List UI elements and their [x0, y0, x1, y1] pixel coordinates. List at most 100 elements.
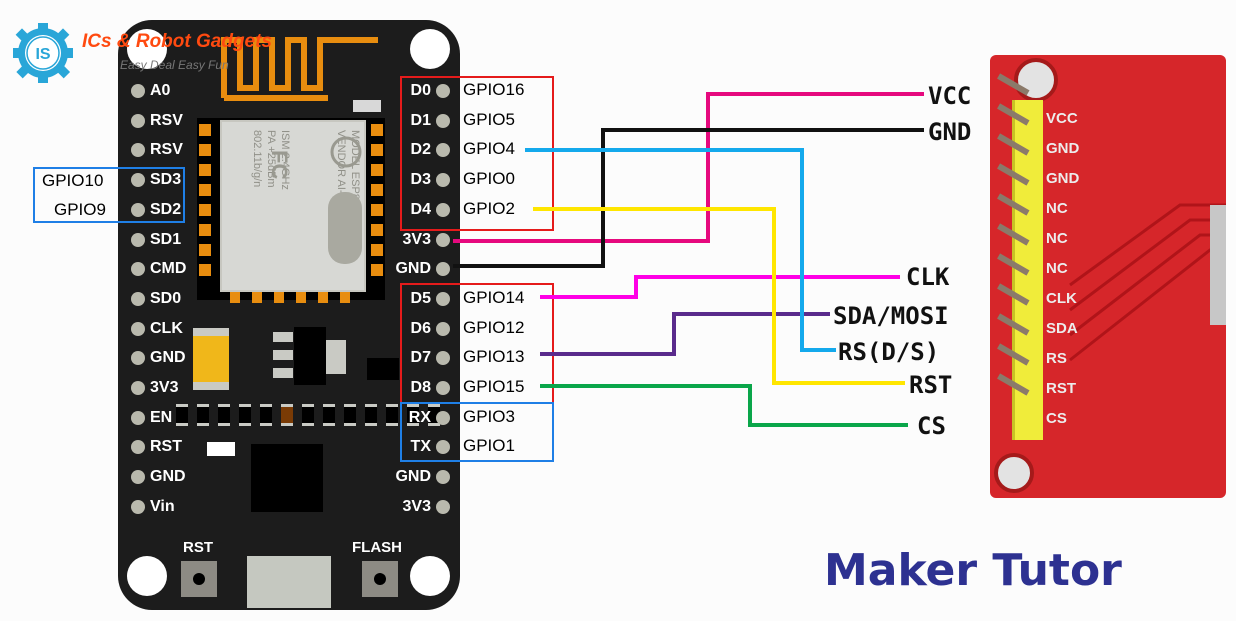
wire-vcc — [453, 92, 924, 243]
pin-pad[interactable] — [131, 84, 145, 98]
lcd-silk-vcc: VCC — [1046, 110, 1078, 127]
module-pad — [371, 164, 383, 176]
pcb-antenna-icon — [221, 37, 381, 112]
rst-button[interactable] — [181, 561, 217, 597]
left-pin-vin: Vin — [131, 496, 175, 518]
module-pad — [371, 124, 383, 136]
pin-pad[interactable] — [131, 499, 145, 514]
lcd-label-rst: RST — [909, 371, 953, 399]
maker-tutor-watermark: Maker Tutor — [824, 545, 1122, 596]
uart-group-box — [400, 402, 554, 462]
lcd-label-clk: CLK — [906, 263, 950, 291]
module-pad — [371, 144, 383, 156]
pin-pad[interactable] — [436, 410, 450, 425]
pin-pad[interactable] — [131, 232, 145, 247]
lcd-silk-clk: CLK — [1046, 290, 1077, 307]
pin-label: RX — [408, 408, 431, 426]
pin-pad[interactable] — [131, 381, 145, 395]
pin-pad[interactable] — [436, 232, 450, 247]
pin-pad[interactable] — [436, 84, 450, 98]
pin-pad[interactable] — [436, 143, 450, 158]
module-pad — [296, 291, 306, 303]
module-pad — [371, 204, 383, 216]
led — [207, 442, 235, 456]
pin-pad[interactable] — [436, 381, 450, 395]
smd-resistor — [281, 404, 293, 426]
pin-pad[interactable] — [131, 410, 145, 425]
lcd-label-cs: CS — [917, 412, 946, 440]
lcd-silk-sda: SDA — [1046, 320, 1078, 337]
right-pin-gnd: GND — [395, 466, 450, 488]
pin-label: TX — [410, 438, 431, 456]
pin-pad[interactable] — [131, 351, 145, 366]
usb-uart-chip — [251, 444, 323, 512]
regulator-pin — [273, 350, 293, 360]
module-pad — [371, 184, 383, 196]
pin-pad[interactable] — [436, 113, 450, 128]
right-pin-d0: D0 — [411, 80, 450, 102]
wire-cs — [540, 384, 908, 427]
lcd-label-vcc: VCC — [928, 82, 972, 110]
pin-label: SD2 — [150, 200, 182, 218]
module-pad — [199, 264, 211, 276]
pin-pad[interactable] — [436, 321, 450, 336]
pin-label: A0 — [150, 82, 171, 99]
pin-pad[interactable] — [131, 202, 145, 217]
lcd-silk-rst: RST — [1046, 380, 1076, 397]
module-pad — [230, 291, 240, 303]
pin-pad[interactable] — [131, 321, 145, 336]
module-spec-2: PA +25dBm — [265, 130, 277, 188]
right-pin-d2: D2 — [411, 139, 450, 161]
gpio14-label: GPIO14 — [463, 287, 525, 307]
flash-button[interactable] — [362, 561, 398, 597]
module-pad — [371, 224, 383, 236]
pin-label: RSV — [150, 111, 183, 129]
smd-resistor — [407, 404, 419, 426]
smd-resistor — [176, 404, 188, 426]
pin-pad[interactable] — [131, 262, 145, 277]
pin-pad[interactable] — [131, 143, 145, 158]
micro-usb-port[interactable] — [247, 556, 331, 608]
flash-button-label: FLASH — [352, 539, 402, 556]
pin-pad[interactable] — [436, 499, 450, 514]
pin-pad[interactable] — [436, 291, 450, 306]
pin-pad[interactable] — [131, 470, 145, 485]
pin-pad[interactable] — [131, 440, 145, 455]
logo-title: ICs & Robot Gadgets — [82, 31, 273, 52]
fc-mark: FC — [267, 150, 292, 179]
esp8266-shield: MODEL ESP8266MOD VENDOR AI-THINKER ISM 2… — [220, 120, 366, 292]
module-pad — [252, 291, 262, 303]
sd-gpio-group-box — [33, 167, 185, 223]
pin-pad[interactable] — [436, 470, 450, 485]
gpio4-label: GPIO4 — [463, 139, 515, 159]
right-pin-d8: D8 — [411, 377, 450, 399]
pin-pad[interactable] — [436, 173, 450, 188]
right-pin-gnd: GND — [395, 258, 450, 280]
pin-pad[interactable] — [436, 202, 450, 217]
right-pin-3v3: 3V3 — [403, 496, 450, 518]
lcd-label-gnd: GND — [928, 118, 972, 146]
pin-pad[interactable] — [436, 262, 450, 277]
pin-pad[interactable] — [436, 351, 450, 366]
pin-label: D1 — [410, 111, 431, 129]
smd-resistor — [386, 404, 398, 426]
pin-label: SD1 — [150, 230, 182, 248]
voltage-regulator — [294, 327, 326, 385]
pin-pad[interactable] — [131, 173, 145, 188]
tantalum-capacitor — [193, 328, 229, 390]
wire-rst — [533, 207, 905, 385]
pin-pad[interactable] — [131, 291, 145, 306]
lcd-label-sdamosi: SDA/MOSI — [833, 302, 949, 330]
pin-pad[interactable] — [131, 113, 145, 128]
left-pin-clk: CLK — [131, 318, 183, 340]
gpio15-label: GPIO15 — [463, 377, 525, 396]
pin-label: D7 — [410, 349, 431, 367]
module-pad — [371, 264, 383, 276]
module-pad — [199, 144, 211, 156]
pin-pad[interactable] — [436, 440, 450, 455]
smd-resistor — [365, 404, 377, 426]
pin-label: Vin — [150, 497, 175, 515]
regulator-pin — [273, 332, 293, 342]
left-pin-en: EN — [131, 407, 172, 429]
